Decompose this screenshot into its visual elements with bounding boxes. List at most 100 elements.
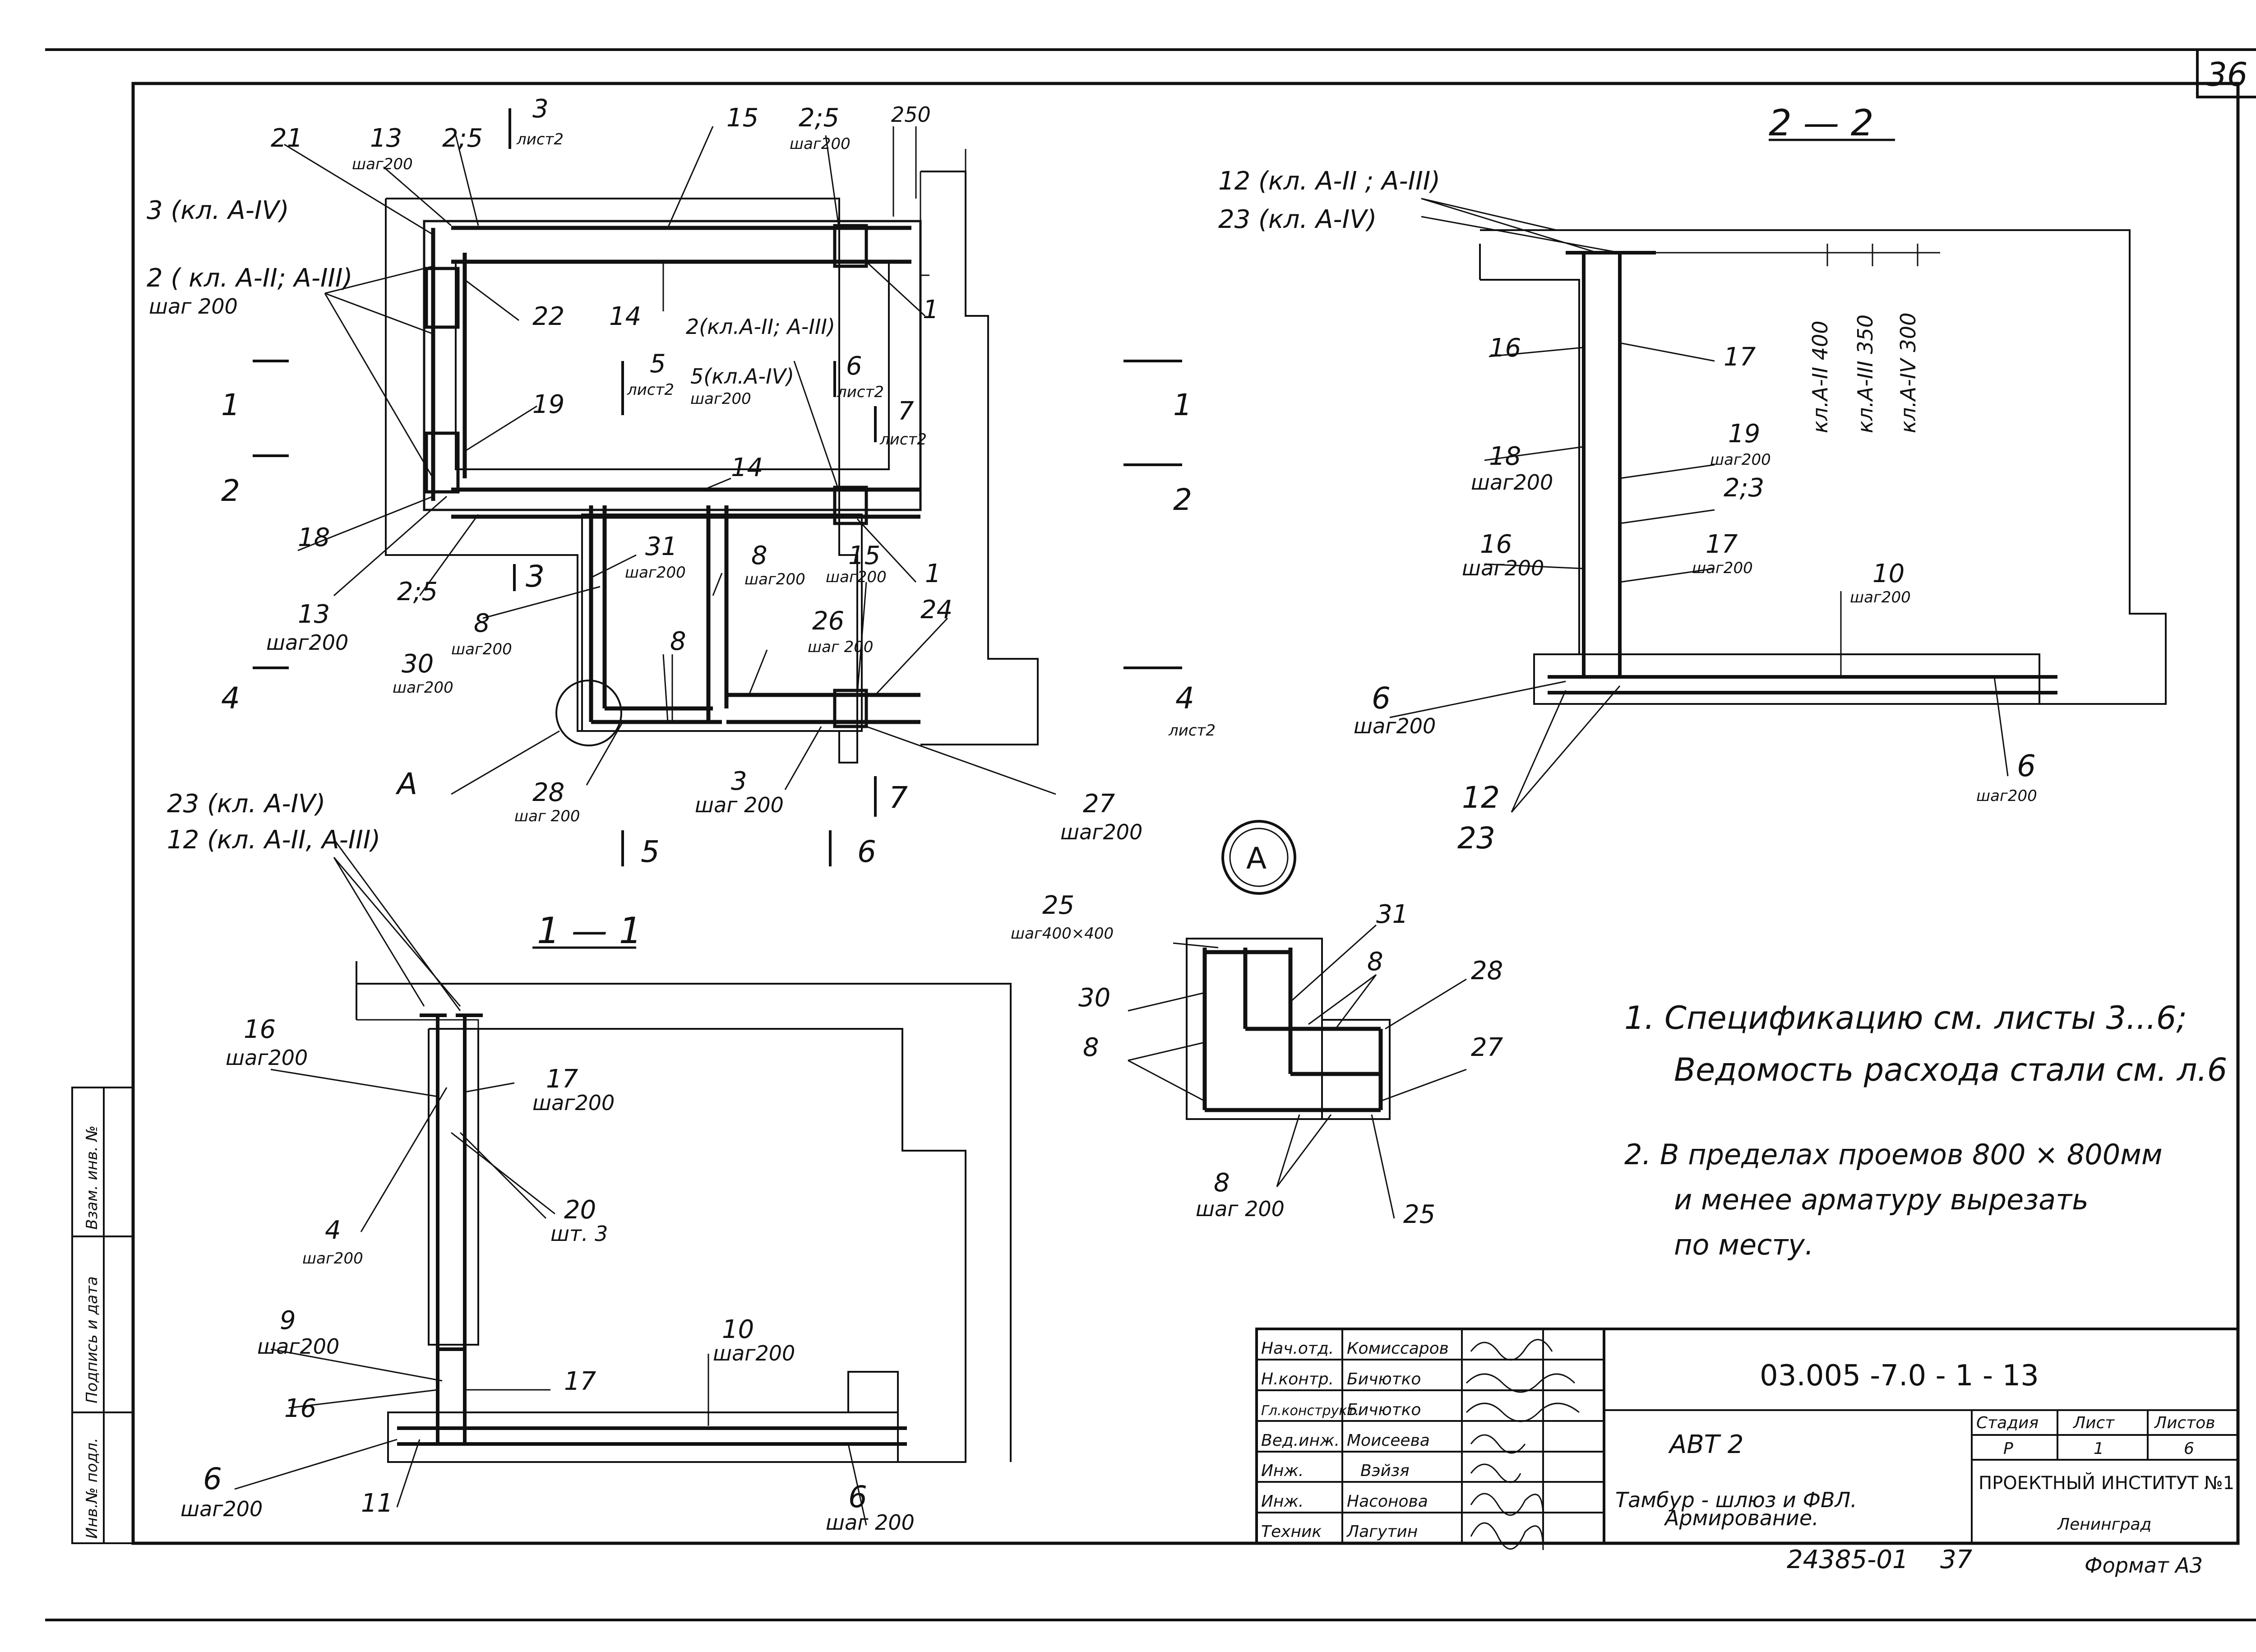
plan-label-5-class-step: шаг200: [690, 390, 751, 408]
node-a-label-28: 28: [1471, 956, 1503, 986]
s22-label-10-step: шаг200: [1850, 588, 1911, 606]
plan-label-31: 31: [645, 532, 677, 561]
s22-label-6b-step: шаг200: [1976, 787, 2037, 805]
node-a-label-8b: 8: [1083, 1033, 1099, 1062]
plan-label-5-sheet: лист2: [627, 381, 674, 399]
sheets-header: Листов: [2154, 1414, 2215, 1432]
plan-label-2-5-b: 2;5: [799, 103, 839, 133]
s11-label-16a-step: шаг200: [226, 1046, 308, 1070]
plan-label-15: 15: [726, 103, 758, 133]
plan-label-7-mark: 7: [898, 397, 914, 426]
drawing-title: Тамбур - шлюз и ФВЛ.: [1615, 1488, 1857, 1512]
plan-label-250: 250: [891, 102, 931, 127]
name-engineer-2: Насонова: [1347, 1492, 1428, 1511]
s11-label-6a: 6: [203, 1462, 222, 1496]
s11-label-17a: 17: [546, 1064, 578, 1094]
plan-label-3-top: 3: [532, 94, 549, 124]
s11-label-20-qty: шт. 3: [550, 1222, 608, 1246]
s22-label-16b-step: шаг200: [1462, 556, 1544, 580]
s11-label-11: 11: [361, 1489, 393, 1518]
plan-label-13b-step: шаг200: [266, 630, 348, 655]
note-2-line-3: по месту.: [1674, 1228, 1814, 1261]
plan-label-3b: 3: [731, 767, 747, 796]
s11-label-17a-step: шаг200: [532, 1091, 615, 1115]
role-head-dept: Нач.отд.: [1261, 1339, 1334, 1358]
s22-label-23c: 23: [1457, 821, 1495, 856]
role-lead-engineer: Вед.инж.: [1261, 1431, 1340, 1450]
s11-label-6b: 6: [848, 1480, 867, 1514]
plan-label-2-class-b: 2(кл.A-II; A-III): [686, 315, 835, 339]
role-chief-designer: Гл.конструкт.: [1261, 1403, 1359, 1419]
stage-header: Стадия: [1976, 1414, 2039, 1432]
title-block: [1255, 1328, 2239, 1550]
city: Ленинград: [2057, 1515, 2151, 1534]
s22-label-18: 18: [1489, 442, 1521, 471]
node-a-label-30: 30: [1078, 983, 1110, 1013]
plan-label-3-top-sheet: лист2: [516, 130, 564, 148]
sheets-value: 6: [2184, 1439, 2194, 1458]
plan-label-28-step: шаг 200: [514, 807, 580, 825]
s22-label-6a-step: шаг200: [1354, 714, 1436, 738]
side-stamp-original-inventory: Инв.№ подл.: [83, 1438, 101, 1539]
paper-format: Формат А3: [2085, 1553, 2203, 1578]
s22-label-17a: 17: [1724, 342, 1756, 372]
s22-label-17b-step: шаг200: [1692, 559, 1753, 577]
plan-label-26-step: шаг 200: [808, 638, 874, 656]
s11-label-4-step: шаг200: [302, 1249, 363, 1268]
cut-2-right: 2: [1173, 482, 1192, 517]
cut-4-right: 4: [1175, 681, 1194, 716]
s22-label-18-step: шаг200: [1471, 470, 1553, 495]
node-a-label-25-step: шаг400×400: [1011, 925, 1114, 943]
s22-label-16a: 16: [1489, 333, 1521, 363]
cut-2-left: 2: [221, 473, 240, 508]
s22-label-23: 23 (кл. A-IV): [1218, 205, 1377, 234]
plan-label-2-5-a: 2;5: [442, 124, 483, 153]
cut-3: 3: [526, 559, 545, 594]
plan-label-8b-step: шаг200: [451, 640, 512, 658]
node-a-label-25b: 25: [1403, 1200, 1435, 1229]
object-name: АВТ 2: [1668, 1430, 1743, 1459]
plan-label-28: 28: [532, 778, 564, 807]
sheet-value: 1: [2094, 1439, 2104, 1458]
plan-label-18: 18: [298, 523, 330, 552]
s11-label-6b-step: шаг 200: [826, 1510, 915, 1535]
s22-label-19-step: шаг200: [1710, 451, 1771, 469]
node-a-label-8c: 8: [1214, 1168, 1230, 1198]
role-engineer-1: Инж.: [1261, 1462, 1304, 1480]
plan-label-14a: 14: [609, 302, 641, 331]
side-stamp-signature-date: Подпись и дата: [83, 1276, 101, 1403]
page-number: 37: [1940, 1545, 1973, 1574]
sheet-number: 36: [2206, 56, 2248, 93]
document-code: 03.005 -7.0 - 1 - 13: [1760, 1359, 2039, 1393]
s11-label-4: 4: [325, 1216, 341, 1245]
plan-label-26: 26: [812, 606, 844, 636]
side-stamp-replacement: Взам. инв. №: [83, 1125, 101, 1230]
note-2-line-1: 2. В пределах проемов 800 × 800мм: [1624, 1138, 2163, 1171]
cut-6: 6: [857, 834, 876, 869]
cut-1-left: 1: [221, 388, 240, 422]
section-2-2: [1389, 139, 2167, 813]
stage-value: Р: [2003, 1439, 2013, 1458]
plan-label-node-a: A: [395, 767, 417, 801]
cut-7: 7: [889, 780, 908, 815]
cut-4-right-sheet: лист2: [1168, 722, 1216, 740]
plan-label-2-5-c: 2;5: [397, 577, 438, 606]
cut-4-left: 4: [221, 681, 240, 716]
plan-label-8b: 8: [474, 609, 490, 638]
section-2-2-title: 2 — 2: [1769, 102, 1874, 144]
node-a-label-27: 27: [1471, 1033, 1503, 1062]
section-2-2-labels: 2 — 2 12 (кл. A-II ; A-III) 23 (кл. A-IV…: [1218, 102, 2037, 856]
s11-label-16a: 16: [244, 1015, 276, 1044]
s22-label-17b: 17: [1706, 530, 1738, 559]
note-1-line-1: 1. Спецификацию см. листы 3...6;: [1624, 1000, 2187, 1037]
plan-label-2-class: 2 ( кл. A-II; A-III): [147, 264, 352, 293]
plan-label-30: 30: [402, 649, 434, 679]
s22-label-19: 19: [1728, 419, 1760, 449]
plan-label-13b: 13: [298, 600, 330, 629]
s22-dim-300: кл.A-IV 300: [1896, 313, 1920, 433]
cut-1-right: 1: [1173, 388, 1192, 422]
sheet-header: Лист: [2072, 1414, 2115, 1432]
s11-label-6a-step: шаг200: [180, 1497, 263, 1521]
s22-label-6b: 6: [2017, 749, 2036, 783]
plan-label-2-class-step: шаг 200: [149, 294, 238, 319]
